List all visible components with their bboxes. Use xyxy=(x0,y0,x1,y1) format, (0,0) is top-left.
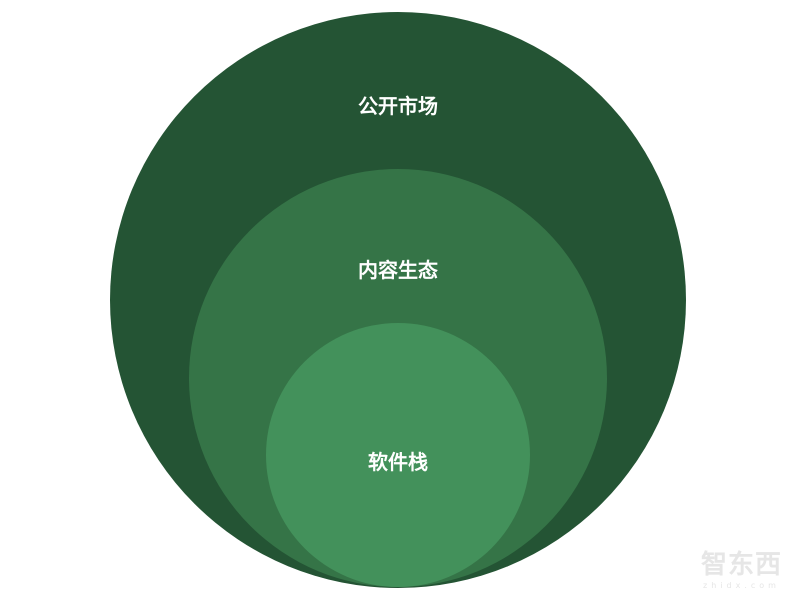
watermark-text: 智东西 xyxy=(700,550,782,580)
label-public-market: 公开市场 xyxy=(358,94,438,118)
watermark-url: zhidx.com xyxy=(703,581,780,590)
circle-software-stack xyxy=(266,323,530,587)
label-software-stack: 软件栈 xyxy=(368,450,428,474)
label-content-ecosystem: 内容生态 xyxy=(358,258,438,282)
watermark-logo: 智东西 zhidx.com xyxy=(701,544,782,590)
